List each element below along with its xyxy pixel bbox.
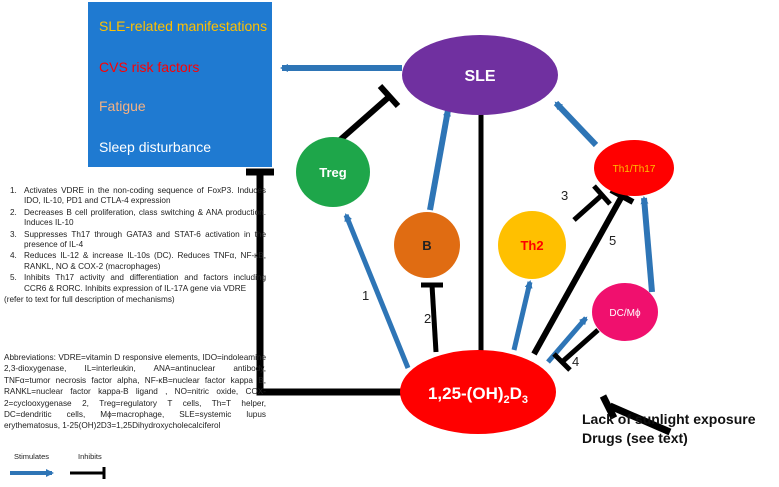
inhibit-bar-sle-treg <box>377 83 401 109</box>
inhibit-bar-th1-th2 <box>592 184 612 206</box>
external-factor-drugs: Drugs (see text) <box>582 430 688 446</box>
node-th1-th17-label: Th1/Th17 <box>613 164 656 175</box>
mechanism-text: Reduces IL-12 & increase IL-10s (DC). Re… <box>24 251 266 271</box>
edge-number-3: 3 <box>561 188 568 203</box>
edge-number-4: 4 <box>572 354 579 369</box>
mechanism-item: 4. Reduces IL-12 & increase IL-10s (DC). … <box>4 251 266 272</box>
manifestations-box <box>88 2 272 167</box>
mechanism-number: 5. <box>10 273 17 283</box>
node-treg-label: Treg <box>319 165 347 180</box>
mechanism-text: Decreases B cell proliferation, class sw… <box>24 207 266 228</box>
external-factor-sunlight: Lack of sunlight exposure <box>582 411 756 427</box>
mechanism-item: 1. Activates VDRE in the non-coding seque… <box>4 186 266 207</box>
mechanism-item: 3. Suppresses Th17 through GATA3 and STAT… <box>4 230 266 251</box>
inhibit-external-to-vitd <box>608 402 672 436</box>
manifestation-fatigue: Fatigue <box>99 98 146 114</box>
mechanism-list: 1. Activates VDRE in the non-coding seque… <box>4 186 266 294</box>
node-b <box>394 212 460 278</box>
node-b-label: B <box>422 238 431 253</box>
arrow-vitd-to-treg <box>343 213 411 369</box>
mechanisms-reference-note: (refer to text for full description of m… <box>4 295 175 305</box>
edge-number-5: 5 <box>609 233 616 248</box>
mechanism-item: 2. Decreases B cell proliferation, class … <box>4 208 266 229</box>
inhibit-bar-vitd-dc <box>552 352 572 372</box>
legend-inhibits-label: Inhibits <box>78 452 102 461</box>
mechanism-text: Suppresses Th17 through GATA3 and STAT-6… <box>24 229 266 250</box>
abbreviations-text: Abbreviations: VDRE=vitamin D responsive… <box>4 353 266 431</box>
inhibit-treg-to-sle <box>338 93 392 143</box>
arrow-b-to-sle <box>427 108 451 211</box>
mechanism-item: 5. Inhibits Th17 activity and differentia… <box>4 273 266 294</box>
inhibit-bar-vitd-external <box>599 394 618 420</box>
arrow-vitd-to-th2 <box>511 280 533 351</box>
mechanism-number: 4. <box>10 251 17 261</box>
mechanism-number: 2. <box>10 207 17 217</box>
inhibit-vitd-to-manifestations <box>256 172 404 396</box>
mechanism-text: Activates VDRE in the non-coding sequenc… <box>24 186 266 206</box>
mechanism-notes: 1. Activates VDRE in the non-coding seque… <box>4 186 266 305</box>
arrow-th1-to-sle <box>553 100 599 148</box>
node-th2 <box>498 211 566 279</box>
node-th1-th17 <box>594 140 674 196</box>
inhibit-vitd-to-th1 <box>531 194 625 356</box>
mechanism-number: 3. <box>10 229 17 239</box>
node-vitamin-d-label: 1,25-(OH)2D3 <box>428 384 528 406</box>
node-sle <box>402 35 558 115</box>
inhibit-dc-to-vitd <box>560 328 600 364</box>
node-th2-label: Th2 <box>520 238 543 253</box>
edge-number-2: 2 <box>424 311 431 326</box>
edge-number-1: 1 <box>362 288 369 303</box>
node-vitamin-d <box>400 350 556 434</box>
node-dc-macrophage <box>592 283 658 341</box>
manifestation-sle-related: SLE-related manifestations <box>99 18 267 34</box>
legend: Stimulates Inhibits <box>6 452 136 482</box>
node-dc-macrophage-label: DC/Mϕ <box>609 308 641 319</box>
mechanism-text: Inhibits Th17 activity and differentiati… <box>24 273 266 293</box>
legend-stimulates-label: Stimulates <box>14 452 50 461</box>
manifestation-sleep: Sleep disturbance <box>99 139 211 155</box>
inhibit-vitd-to-b <box>429 284 439 353</box>
node-treg <box>296 137 370 207</box>
node-sle-label: SLE <box>464 68 495 85</box>
mechanism-number: 1. <box>10 186 17 195</box>
arrow-dc-to-th1 <box>640 196 655 293</box>
inhibit-th2-to-th1 <box>572 193 604 222</box>
manifestation-cvs-risk: CVS risk factors <box>99 59 199 75</box>
